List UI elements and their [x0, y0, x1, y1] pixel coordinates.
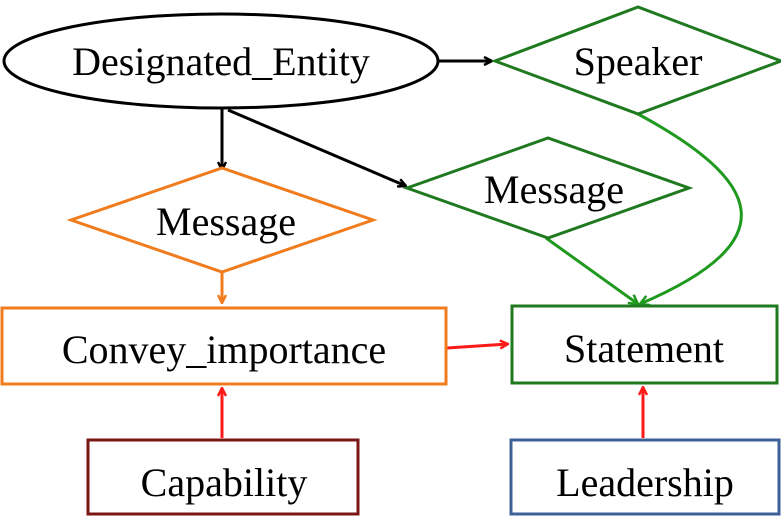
node-capability-shape [86, 438, 360, 516]
node-statement: Statement [510, 304, 779, 385]
node-statement-shape [510, 304, 779, 385]
node-message-orange: Message [66, 166, 378, 274]
edge-designated-entity-to-message-green [227, 108, 406, 186]
node-designated-entity: Designated_Entity [2, 12, 440, 110]
node-speaker: Speaker [490, 5, 781, 116]
node-message-green-label: Message [484, 167, 624, 212]
edge-message-green-to-statement [545, 236, 638, 304]
node-convey-importance-label: Convey_importance [62, 327, 386, 372]
node-message-orange-label: Message [156, 199, 296, 244]
node-message-orange-shape [66, 166, 378, 274]
node-capability: Capability [86, 438, 360, 516]
node-message-green: Message [402, 136, 694, 240]
node-capability-label: Capability [141, 460, 308, 505]
node-statement-label: Statement [564, 326, 724, 371]
node-convey-importance: Convey_importance [0, 306, 448, 386]
node-speaker-label: Speaker [574, 39, 703, 84]
node-designated-entity-shape [2, 12, 440, 110]
node-leadership-shape [509, 438, 781, 516]
edges [222, 61, 743, 438]
node-message-green-shape [402, 136, 694, 240]
node-convey-importance-shape [0, 306, 448, 386]
node-leadership: Leadership [509, 438, 781, 516]
node-leadership-label: Leadership [556, 460, 734, 505]
node-speaker-shape [490, 5, 781, 116]
node-designated-entity-label: Designated_Entity [72, 39, 370, 84]
edge-speaker-to-statement [637, 112, 743, 304]
edge-convey-importance-to-statement [446, 344, 508, 348]
